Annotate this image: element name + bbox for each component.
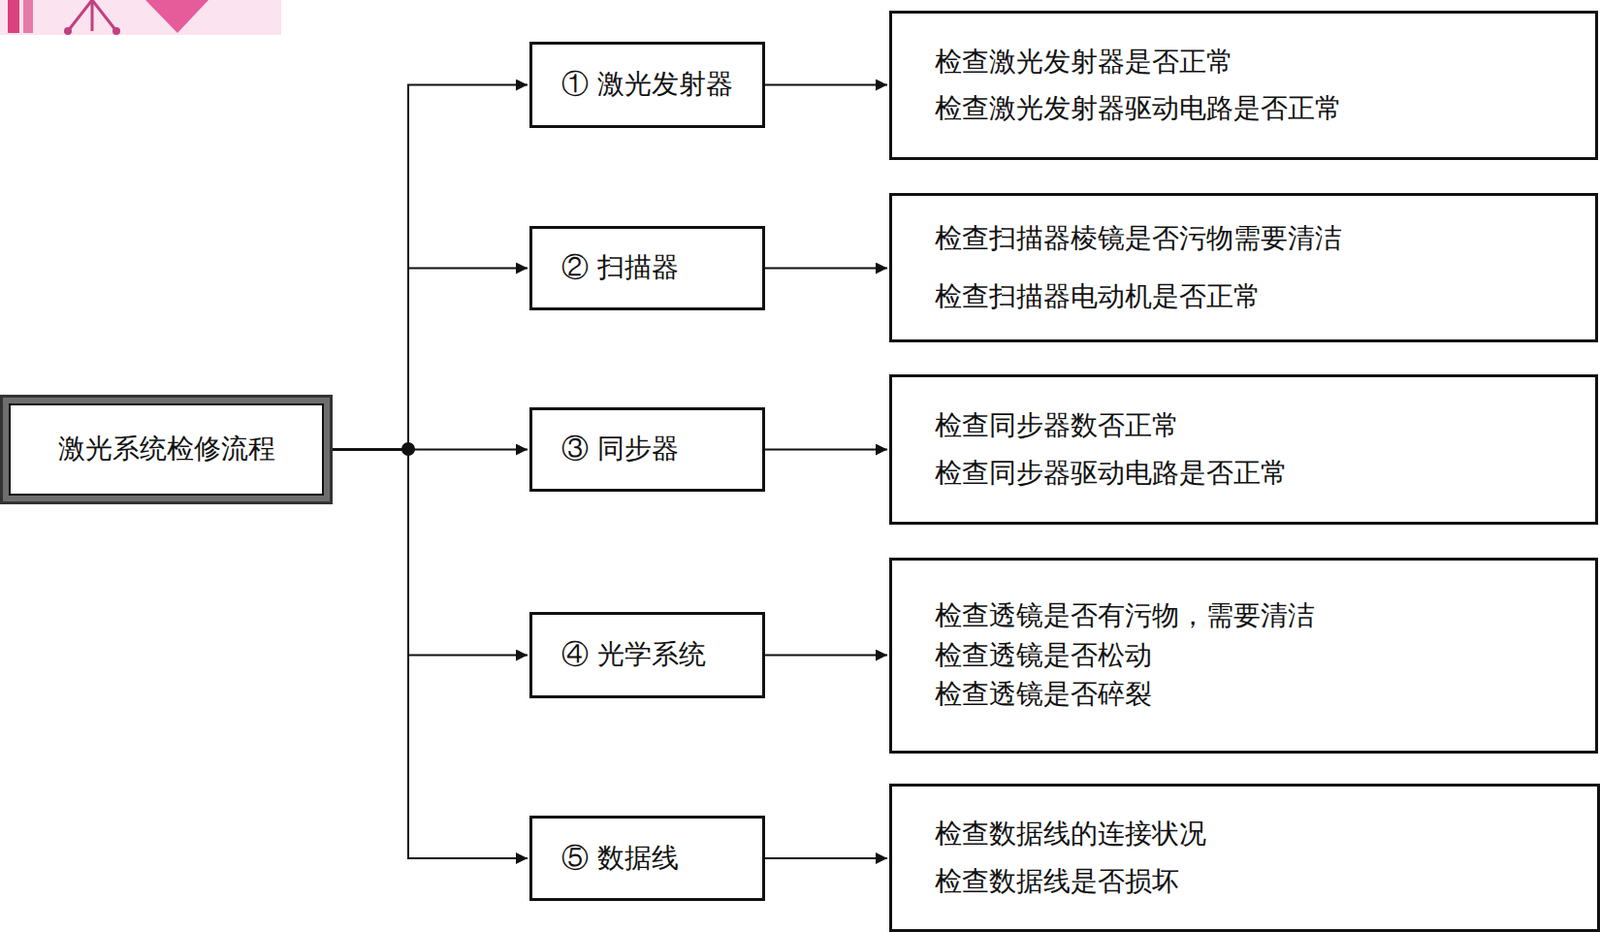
logo-band — [0, 0, 282, 35]
check-item: 检查同步器数否正常 — [934, 408, 1576, 444]
part-box: ③ 同步器 — [529, 407, 766, 492]
part-box: ② 扫描器 — [529, 225, 766, 311]
check-box: 检查数据线的连接状况检查数据线是否损坏 — [889, 783, 1600, 932]
connector-arrow — [765, 448, 888, 451]
part-box: ① 激光发射器 — [529, 41, 766, 128]
connector-arrow — [332, 268, 528, 450]
check-item: 检查透镜是否松动 — [934, 638, 1576, 673]
check-item: 检查透镜是否有污物，需要清洁 — [934, 598, 1576, 634]
check-box: 检查扫描器棱镜是否污物需要清洁检查扫描器电动机是否正常 — [889, 192, 1599, 343]
check-box: 检查同步器数否正常检查同步器驱动电路是否正常 — [889, 374, 1599, 525]
logo-bar — [23, 0, 33, 33]
part-box: ⑤ 数据线 — [529, 815, 766, 901]
check-item: 检查激光发射器驱动电路是否正常 — [934, 91, 1576, 127]
connector-arrow — [765, 857, 888, 860]
check-item: 检查数据线的连接状况 — [934, 816, 1578, 852]
title-box: 激光系统检修流程 — [0, 394, 333, 505]
part-label: ① 激光发射器 — [561, 66, 763, 102]
logo-line — [92, 0, 117, 32]
check-box: 检查透镜是否有污物，需要清洁检查透镜是否松动检查透镜是否碎裂 — [889, 557, 1599, 754]
check-item: 检查激光发射器是否正常 — [934, 44, 1576, 80]
connector-arrow — [765, 267, 888, 270]
part-label: ④ 光学系统 — [561, 637, 763, 672]
connector-arrow — [332, 449, 528, 860]
check-item: 检查数据线是否损坏 — [934, 864, 1578, 899]
check-item: 检查扫描器电动机是否正常 — [934, 279, 1576, 315]
title-text: 激光系统检修流程 — [58, 431, 276, 467]
connector-arrow — [332, 449, 528, 656]
logo-dot — [112, 27, 121, 35]
check-item: 检查透镜是否碎裂 — [934, 676, 1576, 712]
logo-fragment — [0, 0, 282, 35]
part-label: ⑤ 数据线 — [561, 840, 763, 876]
check-item: 检查同步器驱动电路是否正常 — [934, 455, 1576, 491]
check-item: 检查扫描器棱镜是否污物需要清洁 — [934, 221, 1576, 256]
connector-arrow — [332, 85, 528, 450]
part-box: ④ 光学系统 — [529, 611, 766, 699]
logo-bar — [7, 0, 20, 33]
check-box: 检查激光发射器是否正常检查激光发射器驱动电路是否正常 — [889, 10, 1599, 160]
logo-line — [91, 0, 95, 32]
part-label: ③ 同步器 — [561, 431, 763, 467]
logo-line — [67, 0, 93, 32]
connector-arrow — [765, 84, 888, 87]
logo-triangle — [145, 0, 209, 33]
connector-arrow — [765, 654, 888, 657]
logo-dot — [64, 27, 72, 35]
part-label: ② 扫描器 — [561, 250, 763, 286]
